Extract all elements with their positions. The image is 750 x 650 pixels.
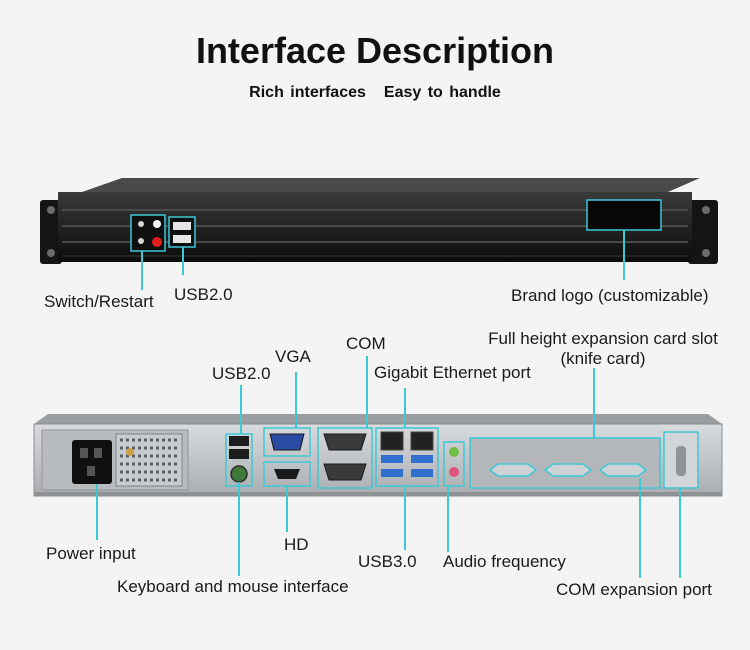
front-usb-ports [168,216,196,248]
page-subtitle: Rich interfaces Easy to handle [0,84,750,102]
label-com: COM [346,334,386,353]
rear-callout-lines [96,356,681,578]
label-brand-logo: Brand logo (customizable) [511,286,709,305]
page-title: Interface Description [195,30,555,71]
rear-audio-jacks [443,441,465,487]
rear-ethernet-usb3 [375,427,439,487]
label-front-usb: USB2.0 [174,285,233,304]
label-power-input: Power input [46,544,136,563]
label-hd: HD [284,535,309,554]
label-expansion-slot-line2: (knife card) [560,349,646,368]
subtitle-easy-to-handle: Easy to handle [383,84,501,101]
rear-com-ports [317,427,373,489]
label-gigabit-ethernet: Gigabit Ethernet port [374,363,531,382]
subtitle-rich-interfaces: Rich interfaces [249,84,366,101]
label-rear-usb2: USB2.0 [212,364,271,383]
label-usb3: USB3.0 [358,552,417,571]
label-vga: VGA [275,347,311,366]
label-expansion-slot: Full height expansion card slot (knife c… [472,329,734,369]
rear-vga-port [263,427,311,457]
power-supply [41,429,189,491]
front-callout-lines [141,230,625,290]
label-audio-frequency: Audio frequency [443,552,566,571]
label-switch-restart: Switch/Restart [44,292,154,311]
rear-expansion-slot [469,431,699,489]
switch-restart-buttons [130,214,166,252]
label-com-expansion: COM expansion port [556,580,712,599]
label-expansion-slot-line1: Full height expansion card slot [488,329,718,348]
brand-logo-area [586,199,662,231]
label-keyboard-mouse: Keyboard and mouse interface [117,577,349,596]
